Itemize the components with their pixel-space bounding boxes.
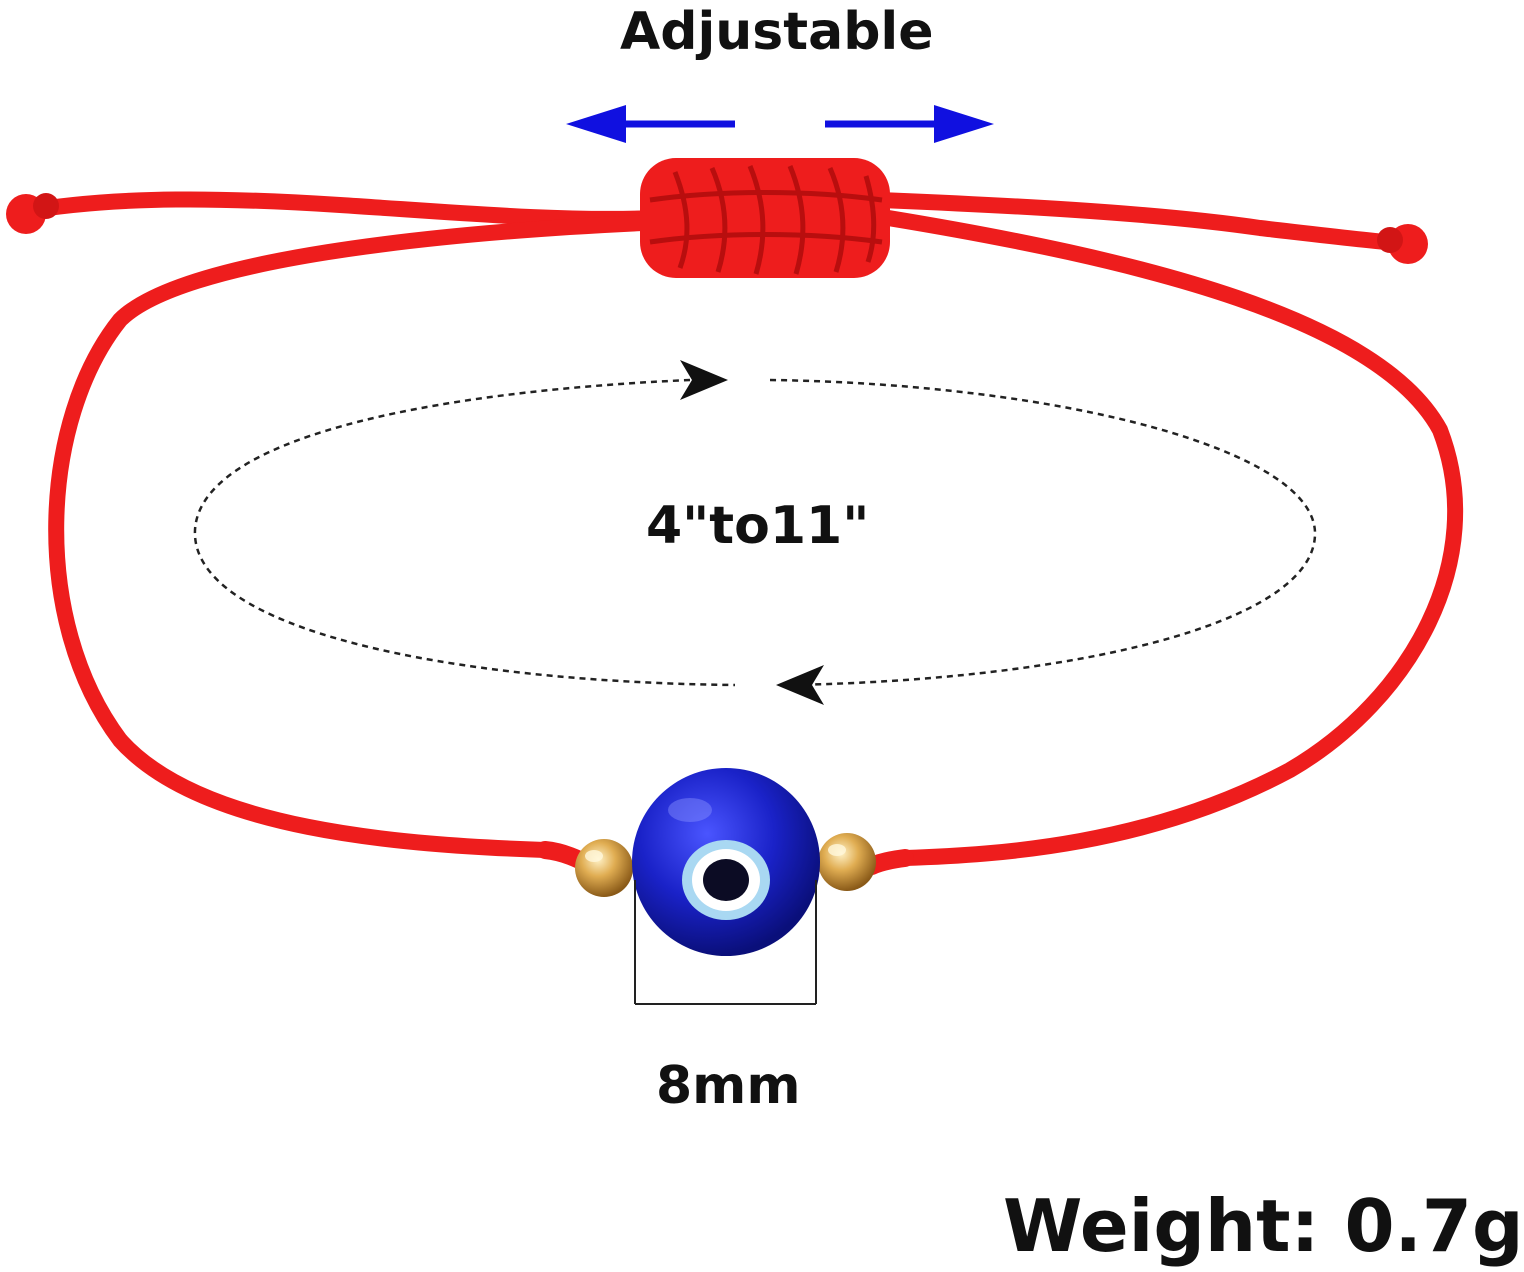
cord-end-knot-left [6, 193, 59, 234]
size-indicator [193, 360, 1317, 705]
gold-bead-right [818, 833, 876, 891]
arrow-counterclockwise-icon [776, 665, 824, 705]
arrow-right-icon [825, 105, 994, 143]
cord-end-knot-right [1377, 224, 1428, 264]
arrow-clockwise-icon [680, 360, 728, 400]
adjust-arrows [566, 105, 994, 143]
bead-size-label: 8mm [656, 1056, 801, 1116]
adjustable-label: Adjustable [620, 2, 934, 62]
gold-bead-left [575, 839, 633, 897]
arrow-left-icon [566, 105, 735, 143]
weight-label: Weight: 0.7g [1003, 1184, 1524, 1268]
evil-eye-bead [632, 768, 820, 956]
sliding-knot [640, 158, 890, 278]
bracelet-cord [14, 191, 1464, 875]
bead-dimension-bracket [634, 880, 817, 1005]
size-range-label: 4"to11" [646, 496, 870, 556]
